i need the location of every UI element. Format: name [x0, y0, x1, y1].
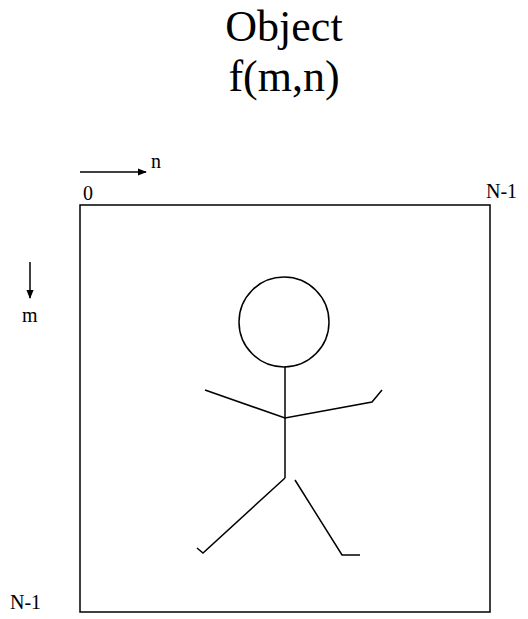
figure-body	[284, 367, 286, 478]
n-axis-arrow	[80, 171, 146, 173]
m-axis-arrow	[29, 262, 31, 298]
figure-head	[239, 277, 329, 367]
figure-left-leg	[197, 478, 285, 553]
axis-label: m	[22, 304, 38, 326]
figure-right-leg	[295, 480, 360, 555]
figure-arms	[205, 390, 382, 418]
origin-index: 0	[83, 182, 93, 204]
figure-title: Object f(m,n)	[204, 2, 364, 102]
max-index: N-1	[10, 591, 41, 613]
axis-label: n	[151, 150, 161, 172]
max-index: N-1	[486, 180, 517, 202]
image-frame	[80, 205, 490, 612]
